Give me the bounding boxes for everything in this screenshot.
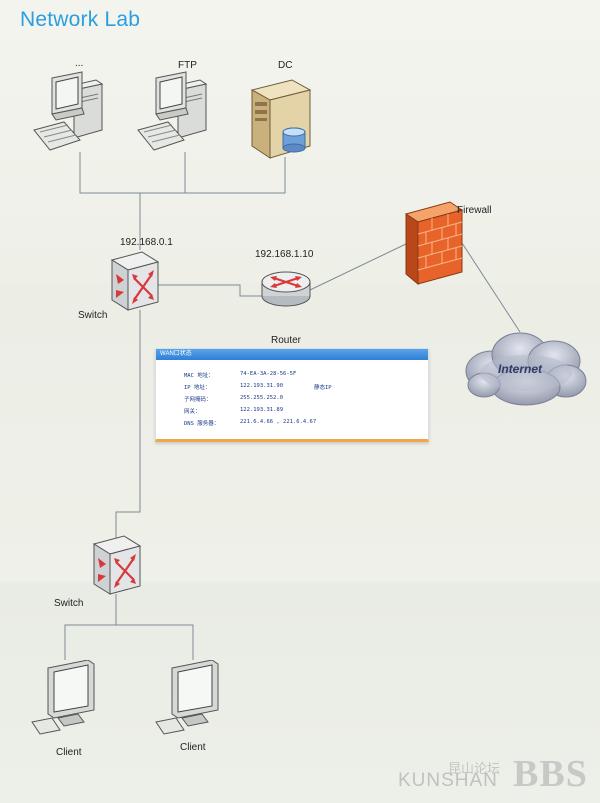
dc-label: DC <box>278 60 293 71</box>
computer-label-1: ... <box>75 58 84 69</box>
watermark-bbs: BBS <box>513 753 588 795</box>
status-key-gateway: 网关： <box>184 409 201 415</box>
switch-icon-bottom <box>90 534 142 601</box>
firewall-icon <box>400 200 466 291</box>
client-label-2: Client <box>180 742 206 753</box>
status-value-ip: 122.193.31.90 <box>240 383 284 389</box>
ftp-server-icon <box>134 68 214 161</box>
status-key-ip: IP 地址： <box>184 385 211 391</box>
status-key-dns: DNS 服务器： <box>184 421 220 427</box>
status-value-mac: 74-EA-3A-28-56-5F <box>240 371 297 377</box>
watermark-kunshan: KUNSHAN <box>398 770 498 791</box>
trunk-line <box>115 310 141 542</box>
status-key-mask: 子网掩码： <box>184 397 212 403</box>
client-computer-icon-1 <box>28 659 108 745</box>
client-computer-icon-2 <box>152 659 232 745</box>
router-label: Router <box>271 335 302 346</box>
firewall-internet-line <box>461 242 521 333</box>
computer-icon-1 <box>30 68 110 161</box>
switch-top-ip: 192.168.0.1 <box>120 237 173 248</box>
dc-server-icon <box>248 74 314 165</box>
internet-cloud-icon: Internet <box>462 327 590 414</box>
watermark-chinese: 昆山论坛 <box>448 762 501 777</box>
wan-status-header: WAN口状态 <box>156 349 428 360</box>
firewall-label: Firewall <box>457 205 492 216</box>
router-icon <box>260 266 312 315</box>
page-title: Network Lab <box>20 8 141 31</box>
internet-label: Internet <box>498 362 543 376</box>
status-value-dns: 221.6.4.66 , 221.6.4.67 <box>240 419 317 425</box>
status-value-gateway: 122.193.31.89 <box>240 407 284 413</box>
wan-status-panel: WAN口状态 MAC 地址： 74-EA-3A-28-56-5F IP 地址： … <box>155 348 429 442</box>
switch-router-line <box>155 284 262 297</box>
status-key-mac: MAC 地址： <box>184 373 214 379</box>
switch-icon-top <box>108 250 160 317</box>
switch-top-label: Switch <box>78 310 108 321</box>
client-bus-line <box>64 624 194 660</box>
status-extra-ip: 静态IP <box>314 385 332 391</box>
ftp-label: FTP <box>178 60 197 71</box>
router-ip: 192.168.1.10 <box>255 249 314 260</box>
router-firewall-line <box>309 242 409 291</box>
switch-bottom-label: Switch <box>54 598 84 609</box>
server-bus-line <box>79 152 286 194</box>
status-value-mask: 255.255.252.0 <box>240 395 284 401</box>
client-label-1: Client <box>56 747 82 758</box>
